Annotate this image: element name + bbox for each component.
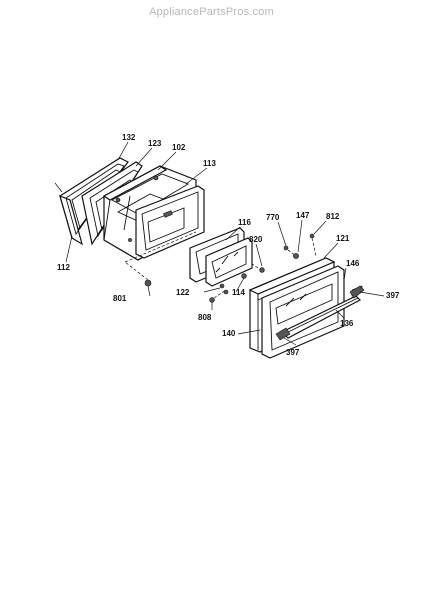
part-116-window-glass — [189, 227, 253, 287]
label-397-bottom: 397 — [286, 348, 300, 357]
label-121: 121 — [336, 234, 350, 243]
label-122: 122 — [176, 288, 190, 297]
label-808: 808 — [198, 313, 212, 322]
part-147-nut — [293, 253, 299, 259]
site-watermark: AppliancePartsPros.com — [149, 6, 274, 18]
leader-lines — [65, 141, 385, 346]
label-140: 140 — [222, 329, 236, 338]
part-812-screw — [309, 233, 317, 257]
label-102: 102 — [172, 143, 186, 152]
label-146: 146 — [346, 259, 360, 268]
label-397-top: 397 — [386, 291, 400, 300]
label-132: 132 — [122, 133, 136, 142]
part-770-screw — [283, 245, 297, 257]
part-114-spacer — [241, 273, 247, 279]
label-820: 820 — [249, 235, 263, 244]
label-123: 123 — [148, 139, 162, 148]
label-116: 116 — [238, 218, 251, 227]
part-808-screw — [209, 289, 227, 303]
label-114: 114 — [232, 288, 245, 297]
label-112: 112 — [57, 263, 70, 272]
label-136: 136 — [340, 319, 354, 328]
label-801: 801 — [113, 294, 127, 303]
part-113-door-liner — [135, 185, 205, 259]
label-147: 147 — [296, 211, 310, 220]
part-397-handle-end-cap — [275, 285, 365, 341]
label-770: 770 — [266, 213, 280, 222]
label-812: 812 — [326, 212, 340, 221]
part-122-bracket — [219, 283, 229, 295]
part-820-screw — [251, 263, 265, 273]
label-113: 113 — [203, 159, 216, 168]
